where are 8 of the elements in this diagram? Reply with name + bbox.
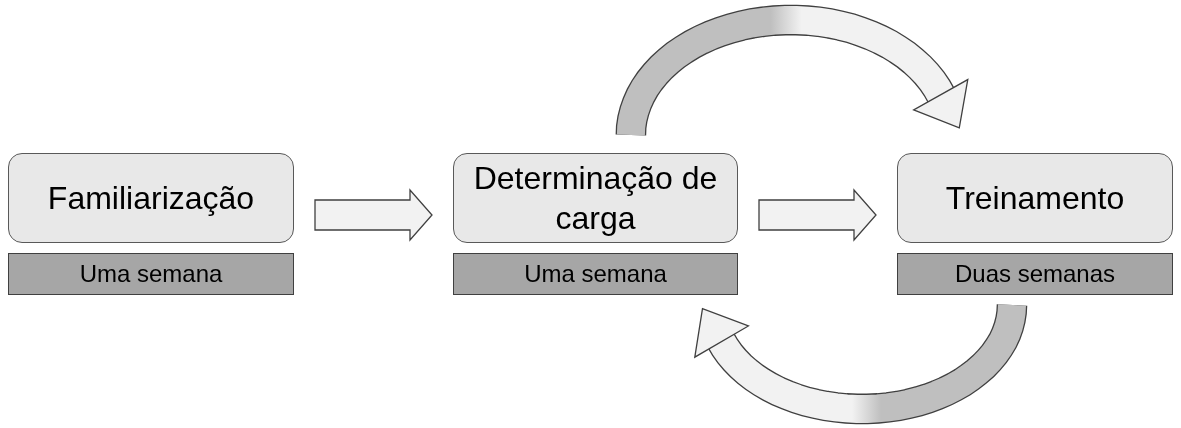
block-arrow xyxy=(314,188,433,242)
block-arrow xyxy=(758,188,877,242)
stage-box: Determinação de carga xyxy=(453,153,738,243)
duration-bar: Duas semanas xyxy=(897,253,1173,295)
stage-box: Treinamento xyxy=(897,153,1173,243)
stage-box: Familiarização xyxy=(8,153,294,243)
duration-bar: Uma semana xyxy=(8,253,294,295)
duration-bar: Uma semana xyxy=(453,253,738,295)
